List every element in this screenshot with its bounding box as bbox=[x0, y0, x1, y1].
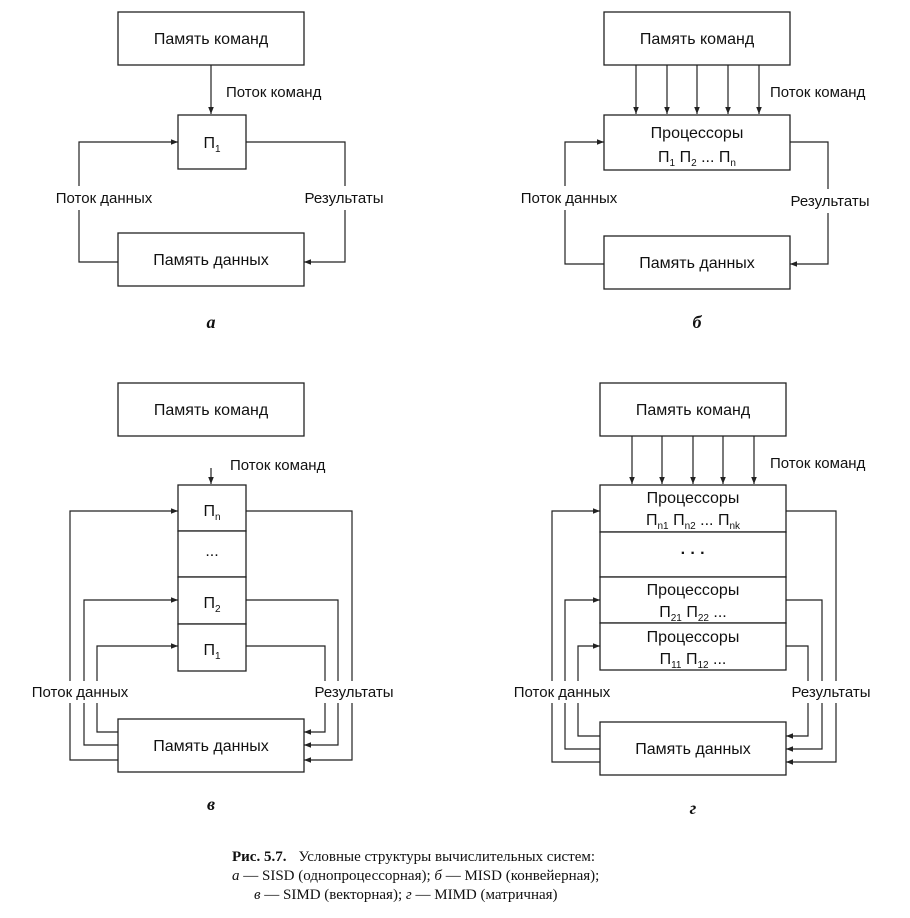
processors-row-2-box bbox=[599, 576, 787, 624]
processors-row-n-box bbox=[599, 484, 787, 533]
caption-line-1: Рис. 5.7.Условные структуры вычислительн… bbox=[232, 849, 595, 865]
instruction-memory-box bbox=[117, 11, 305, 66]
label-mask bbox=[16, 681, 142, 703]
processor-n-label: Пn bbox=[203, 503, 220, 523]
label-mask bbox=[498, 681, 626, 703]
processor-list: П1 П2 ... Пn bbox=[658, 149, 736, 169]
label-mask bbox=[292, 186, 396, 210]
instruction-stream-label: Поток команд bbox=[770, 455, 866, 472]
data-memory-label: Память данных bbox=[635, 741, 751, 758]
data-memory-label: Память данных bbox=[153, 738, 269, 755]
label-mask bbox=[505, 186, 633, 210]
results-label: Результаты bbox=[791, 193, 870, 210]
caption-line-3: в — SIMD (векторная); г — MIMD (матрична… bbox=[254, 887, 558, 903]
processor-2-label: П2 bbox=[203, 595, 221, 615]
instruction-memory-label: Память команд bbox=[154, 31, 269, 48]
data-stream-loop-2 bbox=[83, 597, 178, 746]
data-memory-box bbox=[117, 718, 305, 773]
processors-row-ellipsis-box bbox=[599, 531, 787, 578]
processors-box bbox=[603, 114, 791, 171]
instruction-stream-label: Поток команд bbox=[226, 84, 322, 101]
processors-row-2-title: Процессоры bbox=[647, 582, 740, 599]
panel-letter-v: в bbox=[207, 794, 215, 814]
results-label: Результаты bbox=[305, 190, 384, 207]
processor-label: П1 bbox=[203, 135, 221, 155]
results-loop-n bbox=[246, 510, 353, 763]
panel-b-misd: Память команд Поток команд Процессоры П1… bbox=[505, 11, 882, 332]
label-mask bbox=[40, 186, 168, 210]
processors-row-1-list: П11 П12 ... bbox=[660, 651, 727, 671]
data-memory-box bbox=[599, 721, 787, 776]
label-mask bbox=[778, 189, 882, 213]
processor-box-1 bbox=[177, 623, 247, 672]
panel-letter-a: а bbox=[207, 312, 216, 332]
processors-row-1-title: Процессоры bbox=[647, 629, 740, 646]
results-loop-n bbox=[786, 510, 837, 765]
data-memory-label: Память данных bbox=[153, 252, 269, 269]
panel-a-sisd: Память команд Поток команд П1 Память дан… bbox=[40, 11, 396, 332]
processors-row-n-list: Пn1 Пn2 ... Пnk bbox=[646, 512, 741, 532]
processors-row-2-list: П21 П22 ... bbox=[659, 604, 727, 624]
processor-1-label: П1 bbox=[203, 642, 221, 662]
results-loop-2 bbox=[786, 599, 823, 752]
processor-box-n bbox=[177, 484, 247, 532]
data-memory-label: Память данных bbox=[639, 255, 755, 272]
processors-ellipsis: · · · bbox=[681, 545, 706, 562]
instruction-memory-label: Память команд bbox=[640, 31, 755, 48]
processors-label: Процессоры bbox=[651, 125, 744, 142]
instruction-memory-label: Память команд bbox=[154, 402, 269, 419]
data-stream-label: Поток данных bbox=[56, 190, 153, 207]
instruction-memory-label: Память команд bbox=[636, 402, 751, 419]
data-memory-box bbox=[603, 235, 791, 290]
results-label: Результаты bbox=[792, 684, 871, 701]
data-stream-label: Поток данных bbox=[521, 190, 618, 207]
processors-row-n-title: Процессоры bbox=[647, 490, 740, 507]
instruction-stream-label: Поток команд bbox=[770, 84, 866, 101]
panel-letter-b: б bbox=[693, 312, 703, 332]
processor-box-ellipsis bbox=[177, 530, 247, 578]
panel-v-simd: Память команд Поток команд Пn ... П2 П1 … bbox=[16, 382, 405, 814]
panel-g-mimd: Память команд Поток команд Процессоры Пn… bbox=[498, 382, 882, 818]
figure-caption: Рис. 5.7.Условные структуры вычислительн… bbox=[232, 849, 599, 903]
processor-box bbox=[177, 114, 247, 170]
data-stream-label: Поток данных bbox=[32, 684, 129, 701]
instruction-memory-box bbox=[603, 11, 791, 66]
data-stream-loop-2 bbox=[564, 597, 600, 750]
results-label: Результаты bbox=[315, 684, 394, 701]
data-stream-loop-n bbox=[551, 508, 600, 763]
data-stream-label: Поток данных bbox=[514, 684, 611, 701]
processor-ellipsis: ... bbox=[205, 543, 218, 560]
results-loop-2 bbox=[246, 599, 339, 748]
instruction-memory-box bbox=[117, 382, 305, 437]
label-mask bbox=[780, 681, 882, 703]
instruction-stream-label: Поток команд bbox=[230, 457, 326, 474]
data-stream-loop-n bbox=[69, 508, 178, 761]
label-mask bbox=[303, 681, 405, 703]
caption-line-2: а — SISD (однопроцессорная); б — MISD (к… bbox=[232, 868, 599, 884]
panel-letter-g: г bbox=[690, 798, 697, 818]
